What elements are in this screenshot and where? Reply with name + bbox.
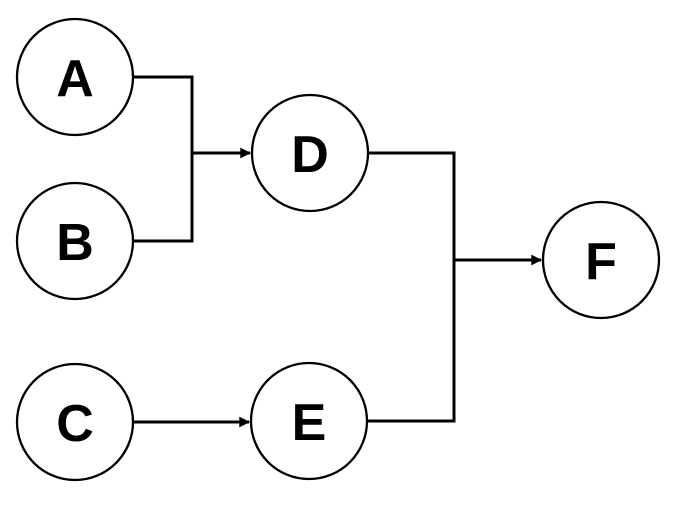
node-C-circle	[15, 362, 135, 482]
node-F: F	[541, 200, 661, 320]
connector-merge-line-D-E	[367, 151, 456, 423]
node-A: A	[15, 17, 135, 137]
node-E-circle	[249, 361, 369, 481]
node-D: D	[250, 93, 370, 213]
node-A-circle	[15, 17, 135, 137]
node-E-label: E	[292, 394, 327, 452]
node-B-label: B	[56, 214, 94, 272]
node-E: E	[249, 361, 369, 481]
node-B: B	[15, 181, 135, 301]
node-A-label: A	[56, 50, 94, 108]
node-D-circle	[250, 93, 370, 213]
node-F-label: F	[585, 233, 617, 291]
connector-merge-line-A-B	[133, 75, 194, 243]
node-C: C	[15, 362, 135, 482]
node-C-label: C	[56, 395, 94, 453]
node-F-circle	[541, 200, 661, 320]
node-B-circle	[15, 181, 135, 301]
node-D-label: D	[291, 126, 329, 184]
